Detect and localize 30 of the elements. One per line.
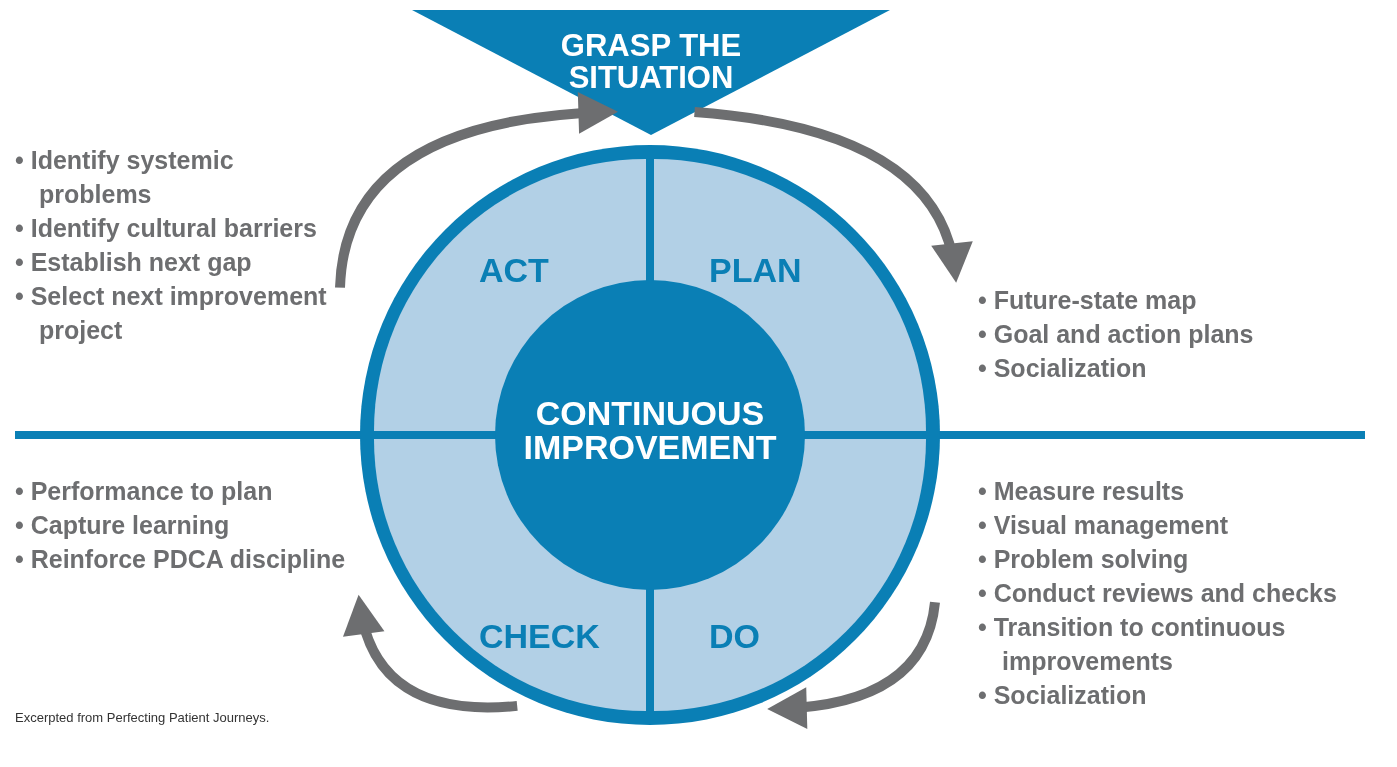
- bullet-item: • Identify systemic problems: [15, 145, 235, 210]
- phase-label: DO: [709, 617, 760, 656]
- banner-title: GRASP THE SITUATION: [559, 30, 743, 94]
- phase-label: PLAN: [709, 251, 802, 290]
- bullet-item: • Visual management: [978, 510, 1230, 541]
- bullet-item: • Reinforce PDCA discipline: [15, 544, 347, 575]
- bullet-item: • Identify cultural barriers: [15, 213, 318, 244]
- bullet-item: • Performance to plan: [15, 476, 274, 507]
- bullet-item: • Conduct reviews and checks: [978, 578, 1338, 609]
- bullet-item: • Goal and action plans: [978, 319, 1255, 350]
- center-circle: [495, 280, 805, 590]
- ring-circle: [360, 145, 940, 725]
- bullet-item: • Select next improvement project: [15, 281, 328, 346]
- phase-label: CHECK: [479, 617, 600, 656]
- triangle-banner: [412, 10, 890, 135]
- center-title: CONTINUOUS IMPROVEMENT: [522, 396, 778, 464]
- curved-arrow: [767, 601, 940, 729]
- curved-arrow: [694, 107, 971, 283]
- bullet-item: • Capture learning: [15, 510, 231, 541]
- bullet-item: • Problem solving: [978, 544, 1190, 575]
- bullet-item: • Socialization: [978, 353, 1148, 384]
- curved-arrow: [344, 594, 518, 713]
- bullet-item: • Socialization: [978, 680, 1148, 711]
- curved-arrow: [335, 92, 618, 289]
- bullet-item: • Transition to continuous improvements: [978, 612, 1287, 677]
- bullet-item: • Future-state map: [978, 285, 1198, 316]
- phase-label: ACT: [479, 251, 549, 290]
- bullet-item: • Measure results: [978, 476, 1186, 507]
- bullet-item: • Establish next gap: [15, 247, 253, 278]
- caption: Excerpted from Perfecting Patient Journeys.: [15, 709, 271, 727]
